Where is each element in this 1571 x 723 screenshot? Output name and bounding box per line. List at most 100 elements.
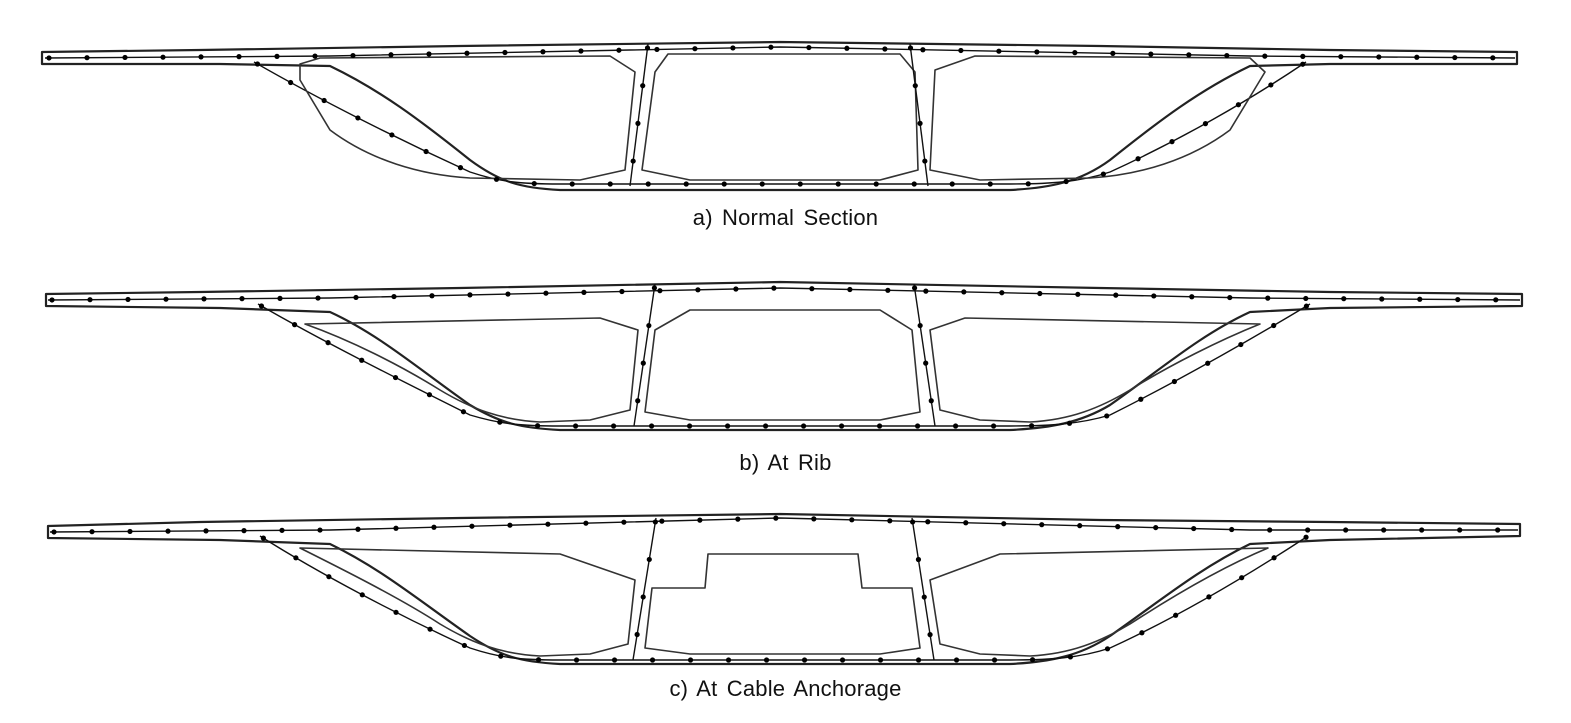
rebar-dot xyxy=(460,409,467,415)
rebar-dot xyxy=(1138,396,1144,402)
rebar-dot xyxy=(915,657,922,663)
rebar-dot xyxy=(1067,654,1074,660)
rebar-dot xyxy=(659,518,665,524)
rebar-dot xyxy=(987,181,993,187)
rebar-dot xyxy=(763,657,770,663)
rebar-dot xyxy=(507,522,513,528)
rebar-dot xyxy=(260,535,266,541)
rebar-dot xyxy=(1341,296,1347,302)
rebar-dot xyxy=(355,115,361,121)
rebar-dot xyxy=(1169,139,1175,145)
rebar-dot xyxy=(917,322,923,329)
rebar-dot xyxy=(89,529,95,535)
rebar-dot xyxy=(914,423,921,429)
rebar-dot xyxy=(1034,49,1040,55)
rebar-dot xyxy=(634,631,640,638)
caption-a: a) Normal Section xyxy=(692,205,879,230)
rebar-dot xyxy=(1075,291,1081,297)
rebar-dot xyxy=(1267,527,1273,533)
rebar-dot xyxy=(773,515,779,521)
rebar-dot xyxy=(1381,527,1387,533)
rebar-dot xyxy=(122,54,128,61)
rebar-dot xyxy=(493,176,500,182)
rebar-dot xyxy=(1186,52,1192,58)
rebar-dot xyxy=(1379,296,1385,302)
rebar-dot xyxy=(963,520,969,526)
rebar-dot xyxy=(1100,171,1106,177)
rebar-dot xyxy=(1189,294,1195,300)
rebar-dot xyxy=(1490,55,1496,61)
rebar-dot xyxy=(1104,413,1110,419)
rebar-dot xyxy=(353,294,359,301)
rebar-dot xyxy=(1305,527,1311,533)
rebar-dot xyxy=(1202,121,1209,127)
rebar-dot xyxy=(806,44,812,51)
rebar-dot xyxy=(277,295,283,301)
rebar-dot xyxy=(198,54,204,60)
rebar-dot xyxy=(1039,522,1045,528)
rebar-dot xyxy=(1037,290,1043,297)
rebar-dot xyxy=(429,293,435,299)
rebar-dot xyxy=(1495,527,1501,533)
rebar-dot xyxy=(923,360,929,366)
rebar-dot xyxy=(1271,555,1277,561)
rebar-dot xyxy=(1205,360,1211,366)
rebar-dot xyxy=(610,423,617,429)
rebar-dot xyxy=(165,528,171,534)
rebar-dot xyxy=(1419,527,1425,533)
rebar-dot xyxy=(274,53,280,59)
rebar-dot xyxy=(127,528,133,535)
rebar-dot xyxy=(692,46,698,52)
rebar-dot xyxy=(920,47,926,53)
rebar-dot xyxy=(461,642,467,649)
rebar-dot xyxy=(534,423,541,429)
rebar-dot xyxy=(630,158,636,164)
rebar-dot xyxy=(952,423,959,429)
rebar-dot xyxy=(733,286,739,292)
rebar-dot xyxy=(621,519,627,525)
rebar-dot xyxy=(635,120,641,126)
rebar-dot xyxy=(1028,423,1035,429)
rebar-dot xyxy=(350,52,356,59)
rebar-dot xyxy=(321,97,327,104)
rebar-dot xyxy=(849,517,855,523)
rebar-dot xyxy=(464,50,470,56)
rebar-dot xyxy=(391,293,397,300)
rebar-dot xyxy=(768,44,774,50)
rebar-dot xyxy=(991,657,998,663)
caption-c: c) At Cable Anchorage xyxy=(669,676,902,701)
rebar-dot xyxy=(844,45,850,51)
rebar-dot xyxy=(876,423,883,429)
rebar-dot xyxy=(326,574,332,580)
rebar-dot xyxy=(635,398,641,404)
rebar-dot xyxy=(1029,657,1036,663)
rebar-dot xyxy=(907,45,914,51)
panel-at-cable-anchorage: c) At Cable Anchorage xyxy=(0,476,1571,723)
rebar-dot xyxy=(531,180,537,187)
rebar-dot xyxy=(1224,52,1230,59)
rebar-dot xyxy=(573,657,580,663)
rebar-dot xyxy=(646,322,652,329)
rebar-dot xyxy=(999,290,1005,296)
rebar-dot xyxy=(1376,54,1382,60)
rebar-dot xyxy=(87,297,93,303)
rebar-dot xyxy=(838,423,845,429)
rebar-dot xyxy=(911,285,918,291)
rebar-dot xyxy=(160,54,166,60)
rebar-dot xyxy=(925,519,931,525)
rebar-dot xyxy=(505,291,511,297)
rebar-dot xyxy=(1235,102,1242,108)
rebar-dot xyxy=(923,288,929,294)
rebar-dot xyxy=(315,295,321,301)
rebar-dot xyxy=(921,594,927,600)
rebar-dot xyxy=(1262,53,1268,59)
rebar-dot xyxy=(1493,297,1499,303)
rebar-dot xyxy=(800,423,807,429)
box-girder-anchorage-section-drawing xyxy=(46,512,1522,666)
rebar-dot xyxy=(1001,521,1007,527)
rebar-dot xyxy=(839,657,846,663)
rebar-dot xyxy=(646,556,652,563)
rebar-dot xyxy=(1238,341,1244,348)
rebar-dot xyxy=(686,423,693,429)
rebar-dot xyxy=(730,45,736,51)
